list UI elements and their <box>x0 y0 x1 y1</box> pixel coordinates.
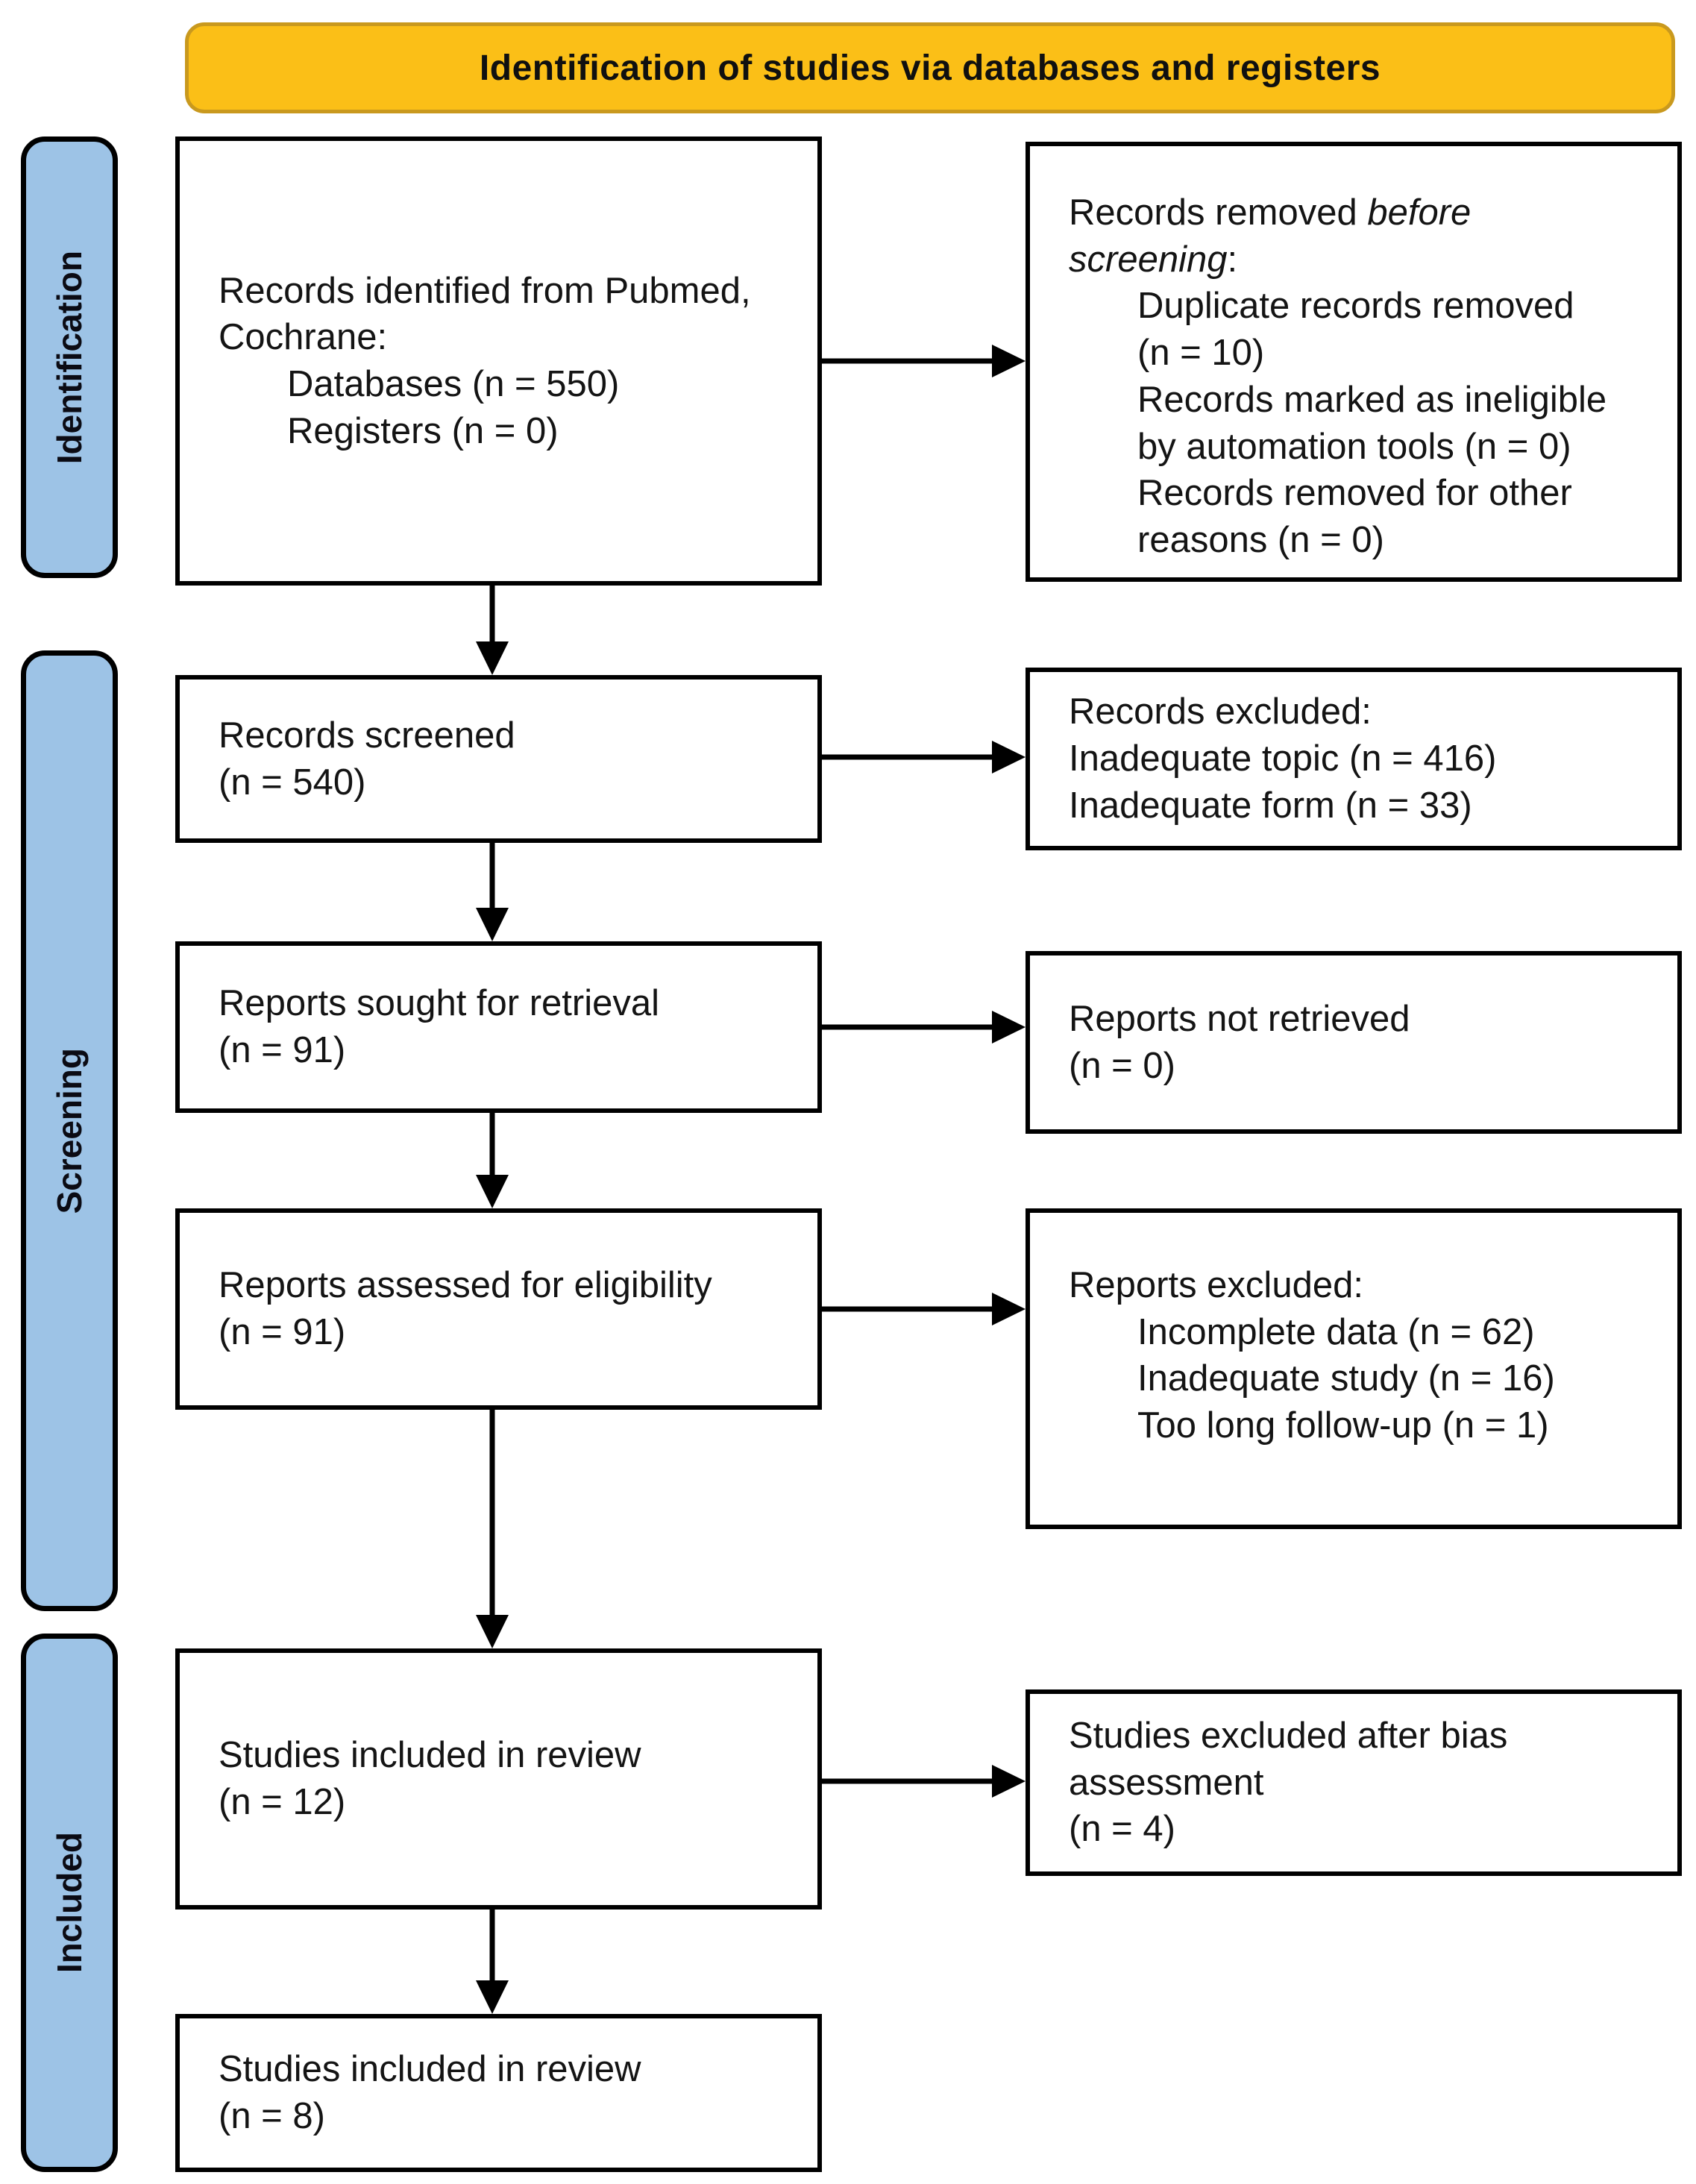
arrow-screened-to-excluded <box>822 741 1026 774</box>
text-line: screening: <box>1069 239 1238 280</box>
box-reports-excluded: Reports excluded: Incomplete data (n = 62… <box>1026 1208 1682 1529</box>
arrow-included-to-final <box>476 1910 509 2014</box>
box-studies-included-review: Studies included in review (n = 12) <box>175 1648 822 1910</box>
text-line: (n = 91) <box>219 1312 346 1352</box>
stage-bar-included: Included <box>21 1634 118 2172</box>
text-line: Records excluded: <box>1069 691 1372 732</box>
text-line: Studies included in review <box>219 1735 641 1776</box>
text-line: Records marked as ineligible <box>1137 379 1607 420</box>
stage-label-screening: Screening <box>50 1047 89 1214</box>
box-reports-not-retrieved: Reports not retrieved (n = 0) <box>1026 951 1682 1134</box>
arrow-sought-to-not-retrieved <box>822 1011 1026 1044</box>
text-line: assessment <box>1069 1762 1264 1803</box>
arrow-assessed-to-reports-excluded <box>822 1293 1026 1325</box>
text-line: Reports sought for retrieval <box>219 983 659 1024</box>
text-line: Databases (n = 550) <box>287 364 620 404</box>
arrow-assessed-to-included <box>476 1410 509 1648</box>
diagram-title: Identification of studies via databases … <box>479 48 1381 88</box>
text-line: Studies excluded after bias <box>1069 1715 1508 1756</box>
text-line: (n = 91) <box>219 1030 346 1070</box>
box-records-removed-before-screening: Records removed before screening: Duplicat… <box>1026 142 1682 582</box>
text-line: (n = 540) <box>219 762 366 803</box>
text-line: Inadequate study (n = 16) <box>1137 1358 1555 1399</box>
text-line: Records identified from Pubmed, <box>219 270 751 311</box>
box-records-excluded: Records excluded: Inadequate topic (n = 4… <box>1026 668 1682 850</box>
box-reports-assessed: Reports assessed for eligibility (n = 91) <box>175 1208 822 1410</box>
text-line: Incomplete data (n = 62) <box>1137 1311 1535 1352</box>
stage-label-identification: Identification <box>50 250 89 465</box>
text-line: (n = 10) <box>1137 333 1265 374</box>
box-studies-excluded-bias: Studies excluded after bias assessment (n … <box>1026 1689 1682 1876</box>
text-line: Records removed for other <box>1137 473 1572 514</box>
arrow-included-to-excluded-bias <box>822 1765 1026 1798</box>
arrow-identified-to-removed <box>822 345 1026 377</box>
text-line: reasons (n = 0) <box>1137 520 1384 561</box>
text-line: (n = 12) <box>219 1782 346 1822</box>
text-line: Too long follow-up (n = 1) <box>1137 1405 1549 1446</box>
stage-bar-identification: Identification <box>21 136 118 578</box>
stage-bar-screening: Screening <box>21 650 118 1611</box>
text-line: (n = 8) <box>219 2096 325 2136</box>
text-line: (n = 0) <box>1069 1045 1175 1086</box>
text-line: Records screened <box>219 715 515 756</box>
text-line: Inadequate topic (n = 416) <box>1069 738 1497 779</box>
text-line: Studies included in review <box>219 2049 641 2090</box>
box-reports-sought: Reports sought for retrieval (n = 91) <box>175 941 822 1113</box>
box-records-screened: Records screened (n = 540) <box>175 675 822 843</box>
box-records-identified: Records identified from Pubmed, Cochrane:… <box>175 136 822 586</box>
arrow-sought-to-assessed <box>476 1113 509 1208</box>
text-line: Registers (n = 0) <box>287 410 559 451</box>
text-line: Inadequate form (n = 33) <box>1069 785 1472 826</box>
text-line: Reports not retrieved <box>1069 998 1410 1039</box>
text-line: Reports excluded: <box>1069 1265 1363 1305</box>
text-line: Cochrane: <box>219 317 388 358</box>
text-line: (n = 4) <box>1069 1809 1175 1850</box>
text-line: Reports assessed for eligibility <box>219 1265 712 1306</box>
box-studies-included-final: Studies included in review (n = 8) <box>175 2014 822 2172</box>
text-line: by automation tools (n = 0) <box>1137 426 1571 467</box>
arrow-identified-to-screened <box>476 586 509 675</box>
stage-label-included: Included <box>50 1832 89 1974</box>
text-line: Duplicate records removed <box>1137 286 1574 327</box>
text-line: Records removed before <box>1069 192 1472 233</box>
arrow-screened-to-sought <box>476 843 509 941</box>
title-banner: Identification of studies via databases … <box>185 22 1675 113</box>
